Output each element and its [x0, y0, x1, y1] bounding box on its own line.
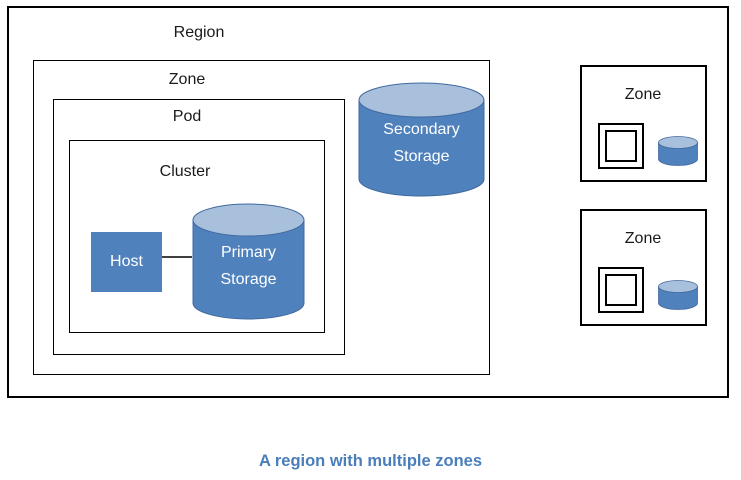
main-zone-box: [33, 60, 490, 375]
cylinder-shape-icon: [658, 280, 698, 310]
primary-storage-label-line2: Storage: [220, 271, 277, 288]
host-box: Host: [91, 232, 162, 292]
right-zone-1-inner-square: [605, 130, 637, 162]
right-zone-1-label: Zone: [624, 86, 662, 103]
right-zone-2-inner-square: [605, 274, 637, 306]
right-zone-1-box: [580, 65, 707, 182]
region-label: Region: [173, 24, 225, 41]
main-zone-label: Zone: [168, 71, 206, 88]
primary-storage-cylinder: Primary Storage: [192, 203, 305, 320]
cylinder-shape-icon: [192, 203, 305, 320]
secondary-storage-label: Secondary Storage: [358, 116, 485, 170]
cylinder-shape-icon: [358, 82, 485, 197]
host-storage-connector: [162, 256, 192, 258]
right-zone-2-cylinder: [658, 280, 698, 310]
cluster-label: Cluster: [159, 163, 211, 180]
primary-storage-label: Primary Storage: [192, 239, 305, 293]
pod-box: [53, 99, 345, 355]
right-zone-1-outer-square: [598, 123, 644, 169]
cluster-box: [69, 140, 325, 333]
diagram-caption: A region with multiple zones: [258, 452, 483, 470]
right-zone-2-box: [580, 209, 707, 326]
primary-storage-label-line1: Primary: [220, 244, 277, 261]
right-zone-2-label: Zone: [624, 230, 662, 247]
cylinder-shape-icon: [658, 136, 698, 166]
secondary-storage-cylinder: Secondary Storage: [358, 82, 485, 197]
host-label: Host: [110, 253, 143, 270]
right-zone-1-cylinder: [658, 136, 698, 166]
secondary-storage-label-line2: Storage: [393, 148, 450, 165]
secondary-storage-label-line1: Secondary: [383, 121, 460, 138]
region-box: [7, 6, 729, 398]
pod-label: Pod: [172, 108, 202, 125]
right-zone-2-outer-square: [598, 267, 644, 313]
